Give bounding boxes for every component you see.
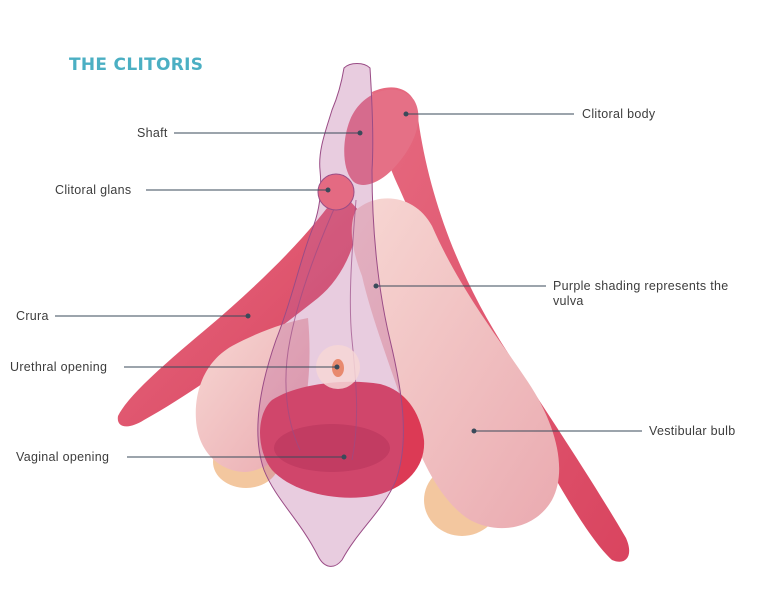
body-leader-dot bbox=[403, 111, 409, 117]
label-urethral-opening: Urethral opening bbox=[10, 360, 108, 374]
bulb-leader-dot bbox=[471, 428, 477, 434]
inner-fold-left bbox=[285, 199, 339, 451]
label-crura: Crura bbox=[16, 309, 49, 323]
clitoral-body bbox=[344, 89, 419, 185]
label-clitoral-glans: Clitoral glans bbox=[55, 183, 132, 197]
glans-leader-dot bbox=[325, 187, 331, 193]
vaginal-leader-dot bbox=[341, 454, 347, 460]
label-shaft: Shaft bbox=[137, 126, 168, 140]
right-crus bbox=[372, 87, 630, 562]
shading-leader-dot bbox=[373, 283, 379, 289]
label-clitoral-body: Clitoral body bbox=[582, 107, 656, 121]
vaginal-opening-shape bbox=[274, 424, 390, 472]
label-vaginal-opening: Vaginal opening bbox=[16, 450, 110, 464]
crura-leader-dot bbox=[245, 313, 251, 319]
leader-lines bbox=[55, 111, 642, 460]
urethral-leader-dot bbox=[334, 364, 340, 370]
label-vestibular-bulb: Vestibular bulb bbox=[649, 424, 736, 438]
shaft-leader-dot bbox=[357, 130, 363, 136]
clitoral-glans-shape bbox=[317, 173, 355, 211]
label-purple-shading: Purple shading represents the vulva bbox=[553, 279, 729, 308]
right-vestibular-bulb bbox=[351, 198, 560, 529]
inner-fold-right bbox=[349, 199, 358, 461]
diagram-title: THE CLITORIS bbox=[69, 55, 204, 75]
